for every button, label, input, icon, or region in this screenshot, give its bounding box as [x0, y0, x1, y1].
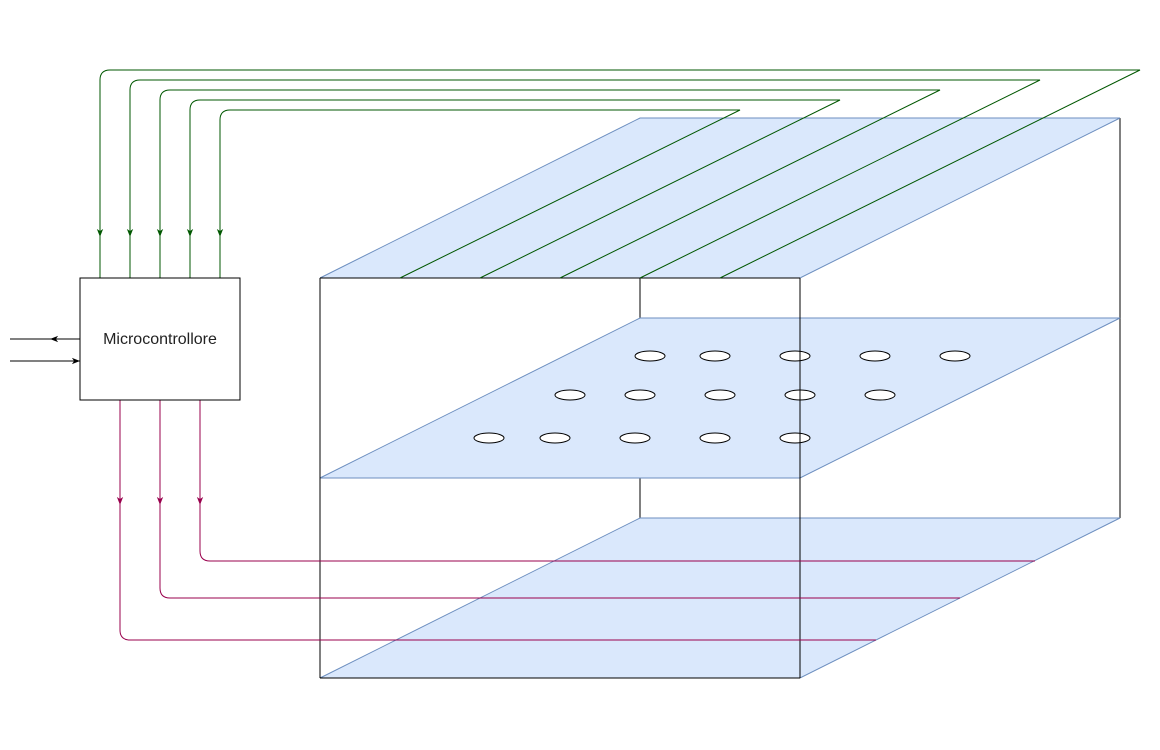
top-wire-3 — [156, 89, 941, 279]
hole — [554, 389, 586, 401]
top-wire-1 — [216, 109, 741, 279]
top-wire-5 — [96, 69, 1141, 279]
bottom-wire-1 — [199, 505, 1035, 562]
microcontroller-box — [79, 277, 241, 401]
hole — [624, 389, 656, 401]
hole — [859, 350, 891, 362]
hole-grid — [473, 350, 971, 444]
hole — [699, 432, 731, 444]
hole — [619, 432, 651, 444]
top-plate-wires — [96, 69, 1141, 279]
hole — [864, 389, 896, 401]
bottom-wire-3 — [119, 505, 876, 641]
hole — [779, 350, 811, 362]
hole — [939, 350, 971, 362]
top-wire-2 — [186, 99, 841, 279]
microcontroller-block: Microcontrollore — [79, 277, 241, 401]
hole — [779, 432, 811, 444]
hole — [473, 432, 505, 444]
hole — [699, 350, 731, 362]
hole — [539, 432, 571, 444]
hole — [704, 389, 736, 401]
bottom-plate-wires — [116, 400, 1035, 641]
microcontroller-label: Microcontrollore — [103, 331, 217, 348]
top-plate — [319, 117, 1121, 279]
bottom-wire-2 — [159, 505, 960, 599]
io-arrows — [10, 335, 80, 365]
top-wire-4 — [126, 79, 1041, 279]
hole — [634, 350, 666, 362]
